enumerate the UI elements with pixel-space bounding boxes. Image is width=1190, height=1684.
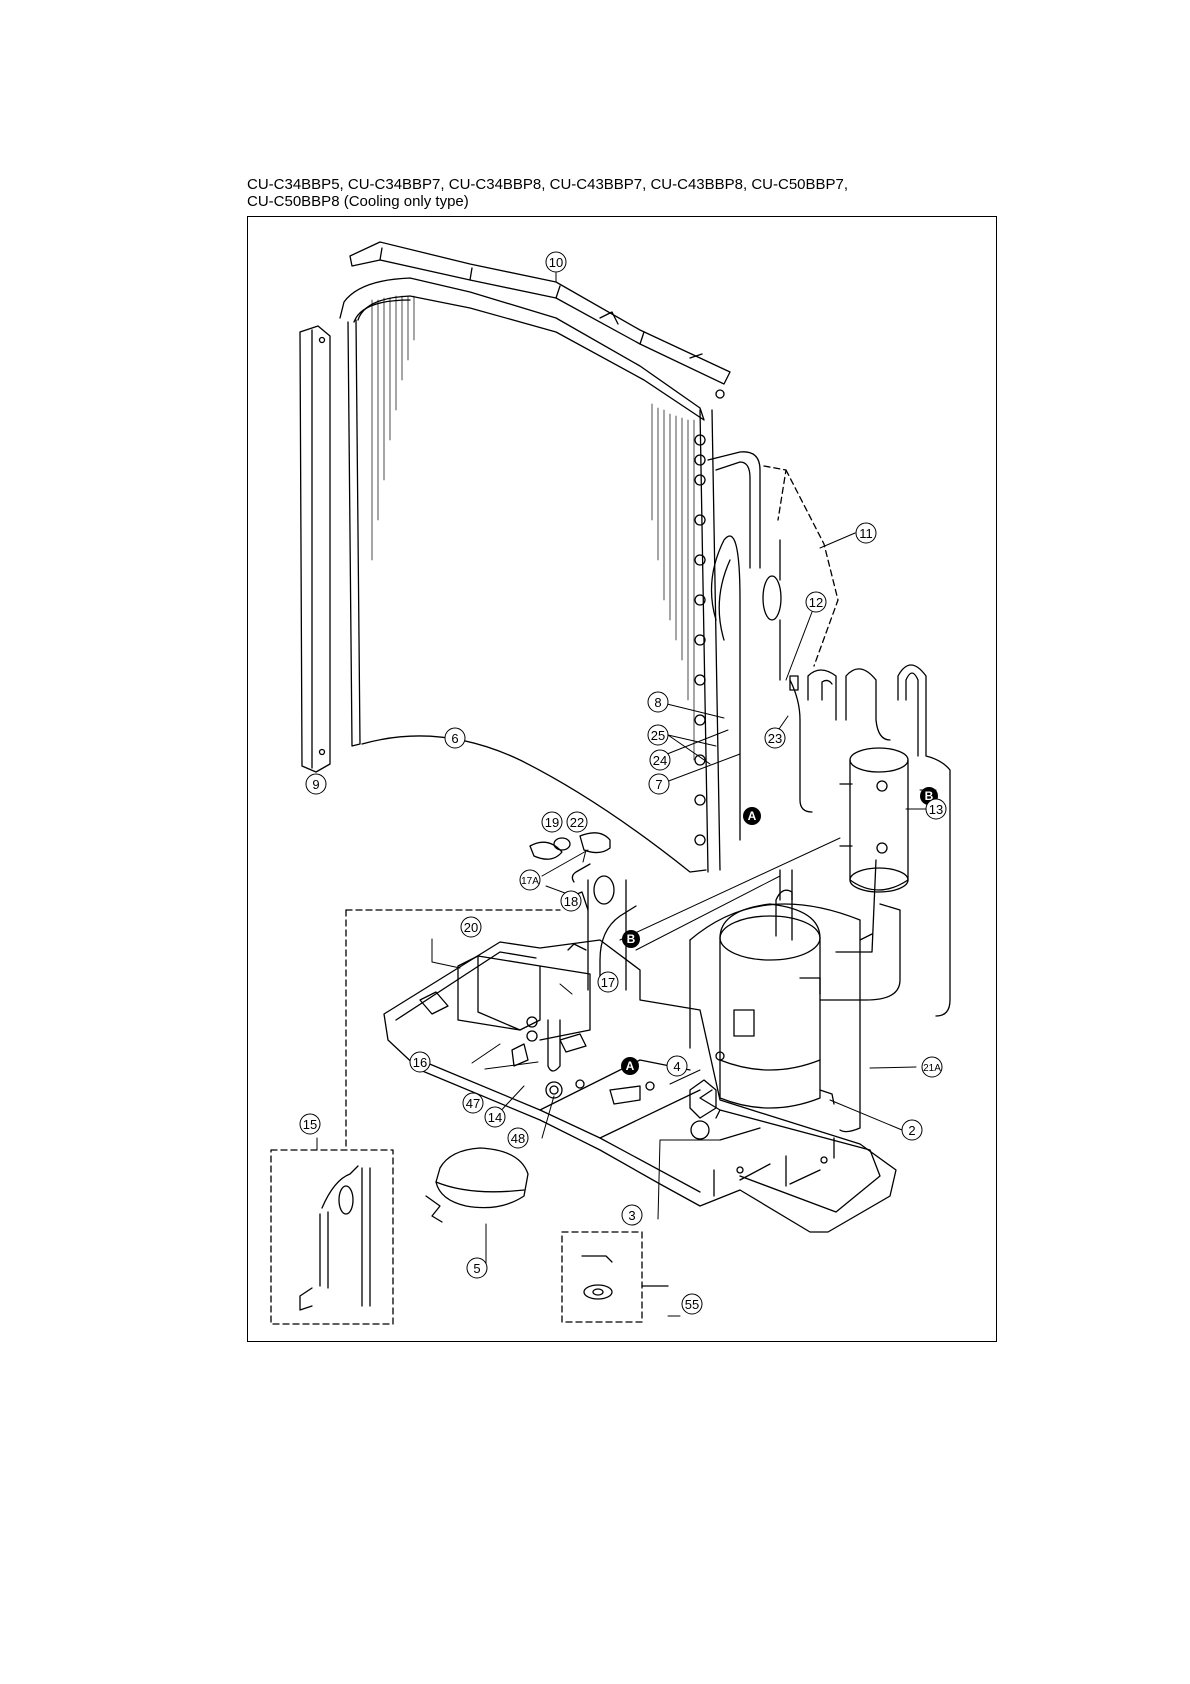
inset-box-55: [562, 1232, 668, 1322]
callout-16: 16: [410, 1052, 430, 1072]
svg-text:25: 25: [651, 728, 665, 743]
connector-marker-b-2: B: [622, 930, 640, 948]
svg-text:5: 5: [473, 1261, 480, 1276]
connector-b-label-2: B: [627, 932, 636, 946]
accumulator-part: [840, 748, 908, 892]
svg-text:48: 48: [511, 1131, 525, 1146]
callout-13: 13: [926, 799, 946, 819]
soundproof-cover-part: [690, 904, 872, 1132]
callout-10: 10: [546, 252, 566, 272]
callout-17a: 17A: [520, 870, 540, 890]
valve-bracket-part: [458, 956, 590, 1071]
base-pan-part: [384, 940, 896, 1232]
connector-marker-a-1: A: [743, 807, 761, 825]
svg-text:14: 14: [488, 1110, 502, 1125]
callout-22: 22: [567, 812, 587, 832]
side-panel-part: [300, 326, 330, 772]
svg-text:8: 8: [654, 695, 661, 710]
svg-text:20: 20: [464, 920, 478, 935]
callout-24: 24: [650, 750, 670, 770]
refrigerant-piping: [588, 665, 950, 1016]
svg-text:12: 12: [809, 595, 823, 610]
capillary-assembly-part: [708, 452, 838, 812]
callout-12: 12: [806, 592, 826, 612]
svg-text:4: 4: [673, 1059, 680, 1074]
callout-17: 17: [598, 972, 618, 992]
compressor-part: [700, 890, 834, 1118]
connector-a-label-2: A: [626, 1059, 635, 1073]
callout-18: 18: [561, 891, 581, 911]
connector-leader-lines: [620, 790, 936, 950]
callout-14: 14: [485, 1107, 505, 1127]
svg-text:17A: 17A: [521, 876, 539, 887]
svg-text:6: 6: [451, 731, 458, 746]
callout-6: 6: [445, 728, 465, 748]
callout-23: 23: [765, 728, 785, 748]
svg-text:22: 22: [570, 815, 584, 830]
callouts: 10 11 12 8 25 24 7 23 6 9 13 19 22 17A 1…: [300, 252, 946, 1314]
callout-20: 20: [461, 917, 481, 937]
connector-a-label-1: A: [748, 809, 757, 823]
callout-7: 7: [649, 774, 669, 794]
callout-4: 4: [667, 1056, 687, 1076]
svg-text:7: 7: [655, 777, 662, 792]
condenser-coil-part: [340, 278, 740, 872]
svg-text:24: 24: [653, 753, 667, 768]
callout-21a: 21A: [922, 1057, 942, 1077]
connector-marker-a-2: A: [621, 1057, 639, 1075]
svg-text:3: 3: [628, 1208, 635, 1223]
inset-box-15: [271, 1150, 393, 1324]
callout-48: 48: [508, 1128, 528, 1148]
svg-text:15: 15: [303, 1117, 317, 1132]
svg-text:19: 19: [545, 815, 559, 830]
callout-19: 19: [542, 812, 562, 832]
terminal-cover-part: [426, 1148, 528, 1222]
svg-text:16: 16: [413, 1055, 427, 1070]
svg-text:18: 18: [564, 894, 578, 909]
callout-3: 3: [622, 1205, 642, 1225]
svg-text:11: 11: [859, 526, 873, 541]
small-parts: [546, 892, 724, 1139]
svg-text:10: 10: [549, 255, 563, 270]
callout-9: 9: [306, 774, 326, 794]
callout-leader-lines: [317, 273, 930, 1316]
top-rail-part: [350, 242, 730, 398]
callout-8: 8: [648, 692, 668, 712]
callout-55: 55: [682, 1294, 702, 1314]
svg-text:47: 47: [466, 1096, 480, 1111]
callout-5: 5: [467, 1258, 487, 1278]
callout-47: 47: [463, 1093, 483, 1113]
svg-text:23: 23: [768, 731, 782, 746]
svg-text:21A: 21A: [923, 1063, 941, 1074]
svg-text:9: 9: [312, 777, 319, 792]
callout-15: 15: [300, 1114, 320, 1134]
svg-text:2: 2: [908, 1123, 915, 1138]
callout-25: 25: [648, 725, 668, 745]
svg-text:13: 13: [929, 802, 943, 817]
callout-11: 11: [856, 523, 876, 543]
svg-text:55: 55: [685, 1297, 699, 1312]
callout-2: 2: [902, 1120, 922, 1140]
svg-text:17: 17: [601, 975, 615, 990]
